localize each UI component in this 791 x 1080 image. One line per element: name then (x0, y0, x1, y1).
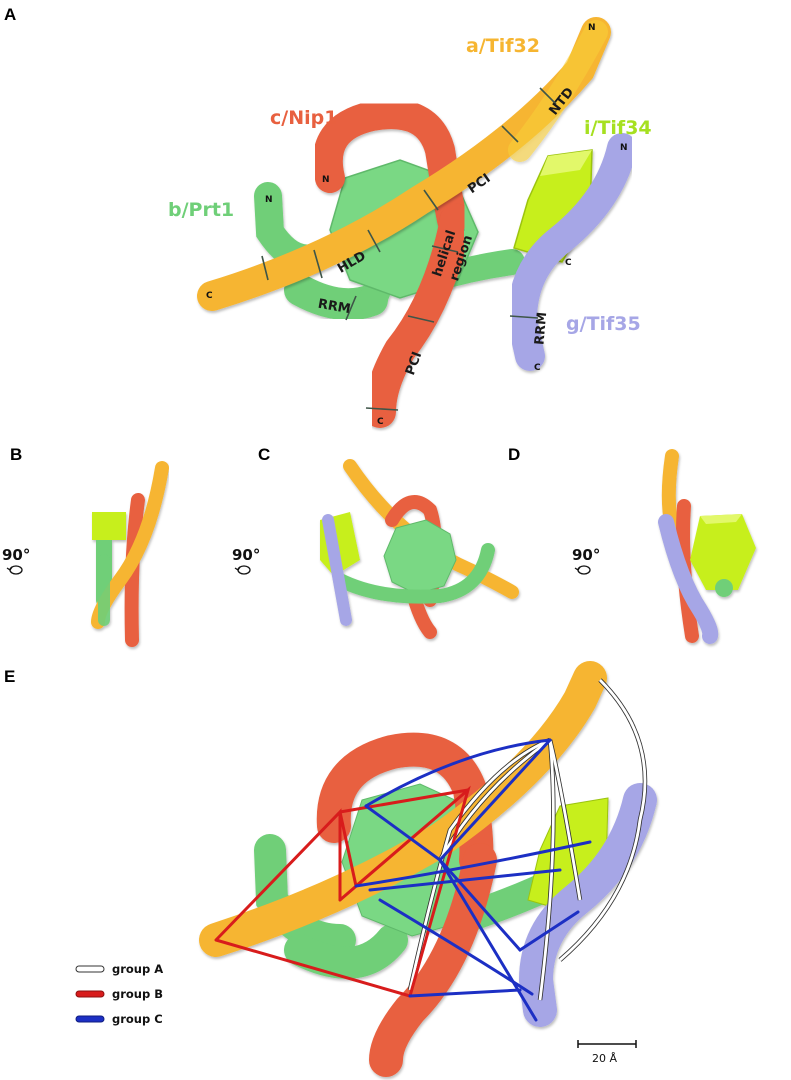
panel-letter-a: A (4, 5, 16, 24)
panel-e: E (4, 661, 657, 1077)
panel-letter-e: E (4, 667, 15, 686)
tif32-n-terminus: N (588, 23, 596, 33)
label-tif35: g/Tif35 (566, 313, 641, 335)
rotation-c: 90° (232, 546, 260, 564)
tif32-structure (197, 17, 611, 311)
scale-bar-label: 20 Å (592, 1052, 617, 1065)
crosslinks-group-a (407, 678, 648, 1001)
rotation-icon-c (234, 565, 251, 575)
legend-label-group-b: group B (112, 987, 163, 1001)
crosslinks-group-b (214, 785, 471, 998)
tif35-c-terminus: C (534, 363, 541, 373)
scale-bar: 20 Å (577, 1040, 637, 1065)
domain-rrm-g: RRM (532, 311, 550, 345)
prt1-n-terminus: N (265, 195, 273, 205)
panel-a: A (4, 5, 652, 428)
rotation-d: 90° (572, 546, 600, 564)
view-c (320, 459, 519, 639)
panel-letter-d: D (508, 445, 520, 464)
rotation-icon-b (6, 565, 23, 575)
nip1-c-terminus: C (377, 417, 384, 427)
view-d (658, 449, 756, 644)
domain-boundaries (261, 87, 557, 411)
legend-label-group-c: group C (112, 1012, 163, 1026)
view-b (91, 461, 169, 647)
panel-c: C 90° (232, 445, 519, 639)
panel-d: D 90° (508, 445, 756, 644)
legend-item-group-b: group B (75, 987, 163, 1001)
legend: group A group B group C (75, 962, 163, 1026)
tif35-structure (506, 133, 637, 371)
label-tif34: i/Tif34 (584, 117, 652, 139)
label-tif32: a/Tif32 (466, 35, 540, 57)
nip1-lower (364, 204, 472, 428)
prt1-c-terminus: C (565, 258, 572, 268)
rotation-b: 90° (2, 546, 30, 564)
tif35-n-terminus: N (620, 143, 628, 153)
crosslinks-group-c (354, 738, 592, 1022)
rotation-icon-d (574, 565, 591, 575)
panel-letter-b: B (10, 445, 22, 464)
tif32-c-terminus: C (206, 291, 213, 301)
nip1-n-terminus: N (322, 175, 330, 185)
panel-b: B 90° (2, 445, 169, 647)
domain-rrm-b: RRM (317, 297, 352, 317)
label-prt1: b/Prt1 (168, 199, 234, 221)
legend-item-group-c: group C (75, 1012, 163, 1026)
legend-label-group-a: group A (112, 962, 163, 976)
legend-item-group-a: group A (75, 962, 163, 976)
panel-letter-c: C (258, 445, 270, 464)
label-nip1: c/Nip1 (270, 107, 337, 129)
